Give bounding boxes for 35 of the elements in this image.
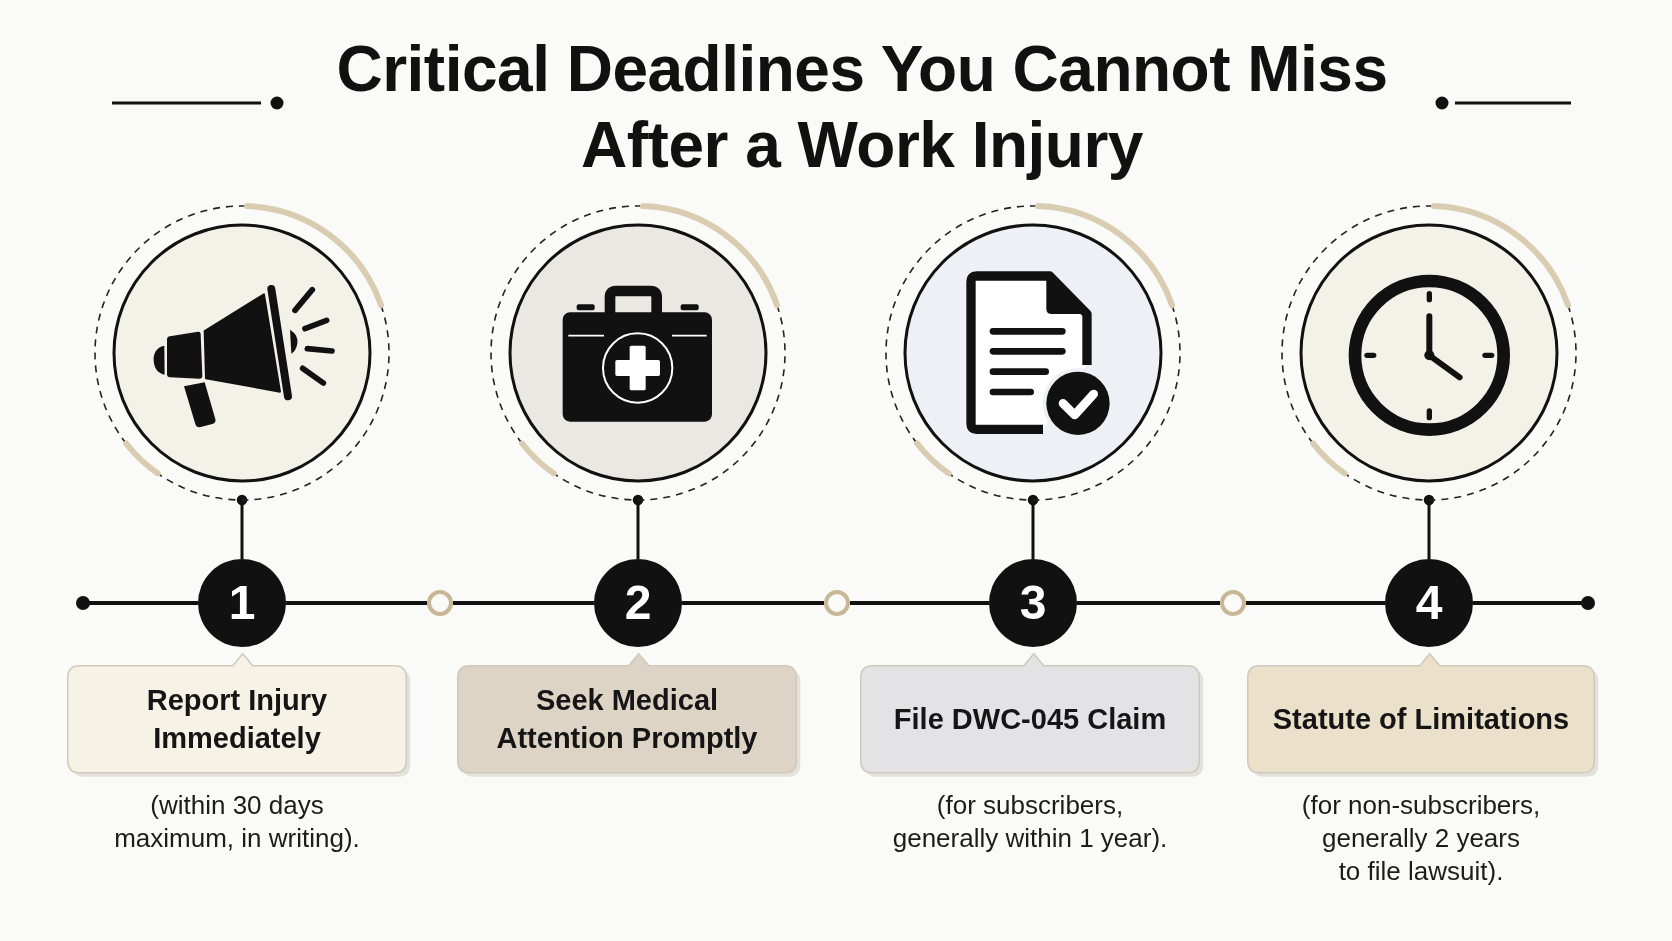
icon-circle xyxy=(92,203,392,503)
callout-box xyxy=(860,652,1205,777)
timeline-ring xyxy=(1220,590,1246,616)
step-number: 1 xyxy=(198,559,286,647)
icon-circle xyxy=(1279,203,1579,503)
timeline-line xyxy=(1473,596,1595,610)
callout-box xyxy=(67,652,412,777)
icon-circle xyxy=(488,203,788,503)
step-number: 4 xyxy=(1385,559,1473,647)
connector-line xyxy=(1423,494,1435,559)
timeline-line xyxy=(1246,601,1385,605)
step-title: Report Injury Immediately xyxy=(146,682,328,756)
icon-circle xyxy=(883,203,1183,503)
connector-line xyxy=(632,494,644,559)
callout-box xyxy=(457,652,802,777)
connector-line xyxy=(1027,494,1039,559)
timeline-line xyxy=(850,601,989,605)
timeline-line xyxy=(76,596,198,610)
timeline-line xyxy=(286,601,427,605)
step-note: (within 30 days maximum, in writing). xyxy=(114,789,360,855)
step-title: Statute of Limitations xyxy=(1272,701,1570,737)
callout-box xyxy=(1247,652,1600,777)
timeline-line xyxy=(682,601,824,605)
step-number: 2 xyxy=(594,559,682,647)
timeline-line xyxy=(1077,601,1220,605)
timeline-ring xyxy=(824,590,850,616)
step-number: 3 xyxy=(989,559,1077,647)
step-note: (for non-subscribers, generally 2 years to file lawsuit). xyxy=(1301,789,1541,888)
step-title: File DWC-045 Claim xyxy=(893,701,1167,737)
title: Critical Deadlines You Cannot Miss After a Work Injury xyxy=(336,32,1388,183)
timeline-line xyxy=(453,601,594,605)
step-note: (for subscribers, generally within 1 year). xyxy=(892,789,1168,855)
connector-line xyxy=(236,494,248,559)
timeline-ring xyxy=(427,590,453,616)
step-title: Seek Medical Attention Promptly xyxy=(496,682,758,756)
